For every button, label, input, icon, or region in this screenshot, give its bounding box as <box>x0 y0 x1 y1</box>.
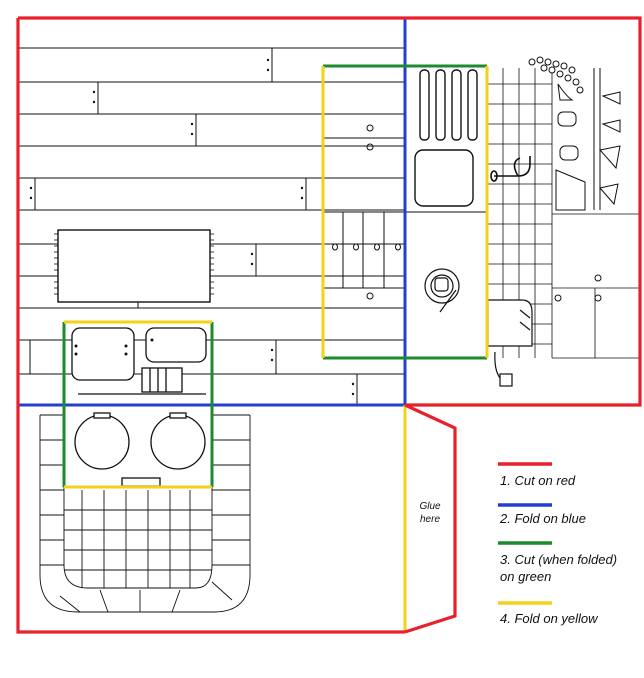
legend-item-fold-blue: 2. Fold on blue <box>500 511 587 526</box>
glue-label: Glue here <box>419 501 441 525</box>
toaster-icon <box>487 299 533 387</box>
plant-icon <box>528 56 584 101</box>
oven-knobs <box>74 338 154 356</box>
shelf-items <box>555 68 621 211</box>
cabinet-knobs-right <box>554 274 602 302</box>
cut-lines-green <box>62 64 487 487</box>
plate-icon <box>424 268 460 313</box>
legend-item-cut-green: 3. Cut (when folded) on green <box>500 552 618 584</box>
sink-icon <box>74 412 206 487</box>
oven-icon <box>71 327 207 395</box>
rug-icon <box>54 229 214 303</box>
sink-floor <box>39 414 251 613</box>
cut-lines-red <box>16 16 642 634</box>
cabinet-panel <box>323 124 405 300</box>
legend-item-fold-yellow: 4. Fold on yellow <box>500 611 598 626</box>
plank-nails <box>29 58 355 396</box>
fold-lines-yellow <box>64 66 489 632</box>
legend-swatches <box>498 462 552 605</box>
legend-item-cut-red: 1. Cut on red <box>500 473 576 488</box>
faucet-icon <box>490 156 531 182</box>
stove-icon <box>414 69 478 207</box>
